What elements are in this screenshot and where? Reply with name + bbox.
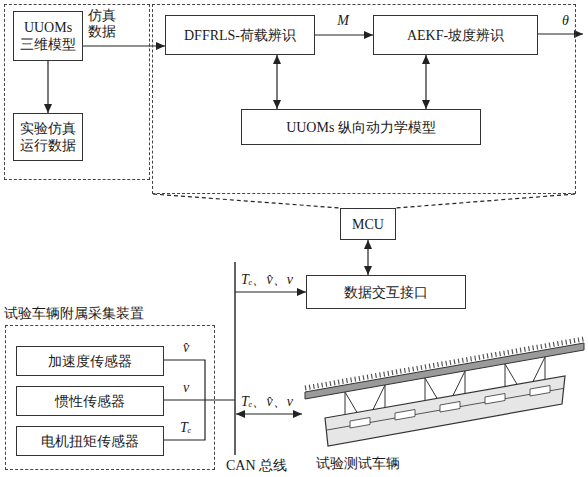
process-box: MCU (340, 208, 396, 240)
node-text: DFFRLS-荷载辨识 (184, 27, 296, 44)
edge-label: M (336, 13, 350, 29)
process-box: UUOMs 纵向动力学模型 (241, 109, 481, 145)
connector (47, 61, 48, 113)
process-box: 实验仿真 运行数据 (13, 113, 83, 161)
process-box: DFFRLS-荷载辨识 (165, 15, 315, 55)
sensor-wire (163, 360, 235, 440)
signal-label: Tₑ、v̂、v (241, 271, 293, 288)
vehicle-window (350, 386, 550, 429)
node-text: 惯性传感器 (55, 393, 125, 410)
connector (367, 240, 368, 275)
edge-label: 仿真 数据 (86, 8, 118, 40)
node-text: 电机扭矩传感器 (41, 433, 139, 450)
vehicle-body (325, 376, 565, 446)
node-text: MCU (352, 216, 384, 233)
process-box: 加速度传感器 (16, 346, 164, 376)
can-bus (234, 262, 235, 455)
node-text: 实验仿真 运行数据 (17, 120, 79, 154)
connector (315, 34, 373, 35)
signal-line (235, 291, 306, 292)
node-text: 加速度传感器 (48, 353, 132, 370)
output-arrow (537, 33, 583, 34)
signal-label: v (183, 379, 189, 396)
connector (276, 55, 277, 109)
signal-label: Tₑ、v̂、v (241, 393, 293, 410)
process-box: UUOMs 三维模型 (13, 11, 83, 61)
signal-label: 试验测试车辆 (316, 455, 400, 472)
node-text: UUOMs 纵向动力学模型 (286, 119, 436, 136)
group-heading: 试验车辆附属采集装置 (4, 305, 144, 322)
signal-label: θ (562, 12, 569, 29)
signal-label: CAN 总线 (226, 457, 287, 474)
process-box: 电机扭矩传感器 (16, 426, 164, 456)
signal-line (236, 413, 302, 414)
node-text: 数据交互接口 (344, 284, 428, 301)
connector (153, 194, 575, 208)
signal-label: v̂ (183, 339, 189, 356)
signal-label: Tₑ (180, 419, 191, 436)
process-box: 惯性传感器 (16, 386, 164, 416)
dashed-group: UUOMs 三维模型实验仿真 运行数据 (4, 4, 150, 180)
node-text: AEKF-坡度辨识 (407, 27, 504, 44)
dashed-group: DFFRLS-荷载辨识 AEKF-坡度辨识 UUOMs 纵向动力学模型 (152, 4, 576, 194)
node-text: UUOMs 三维模型 (17, 19, 79, 53)
process-box: 数据交互接口 (306, 275, 466, 309)
process-box: AEKF-坡度辨识 (373, 15, 538, 55)
connector (425, 55, 426, 109)
